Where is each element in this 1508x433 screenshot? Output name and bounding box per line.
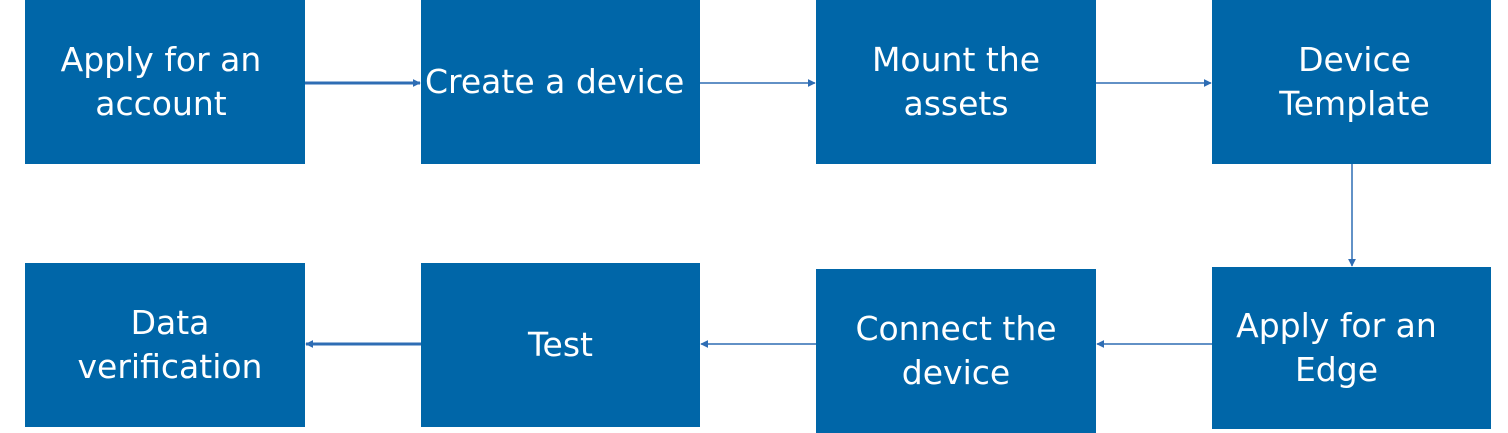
step-label: Data verification: [77, 303, 263, 386]
step-mount-assets: Mount the assets: [816, 0, 1096, 164]
step-apply-edge: Apply for an Edge: [1212, 267, 1491, 429]
step-create-device: Create a device: [421, 0, 700, 164]
step-data-verification: Data verification: [25, 263, 305, 427]
step-label: Apply for an Edge: [1236, 306, 1437, 389]
step-label: Device Template: [1279, 40, 1430, 123]
step-label: Apply for an account: [60, 40, 262, 123]
step-label: Create a device: [425, 62, 685, 101]
step-device-template: Device Template: [1212, 0, 1491, 164]
step-label: Mount the assets: [871, 40, 1041, 123]
step-connect-device: Connect the device: [816, 269, 1096, 433]
step-label: Test: [528, 325, 593, 364]
step-test: Test: [421, 263, 700, 427]
step-label: Connect the device: [855, 309, 1057, 392]
step-apply-account: Apply for an account: [25, 0, 305, 164]
